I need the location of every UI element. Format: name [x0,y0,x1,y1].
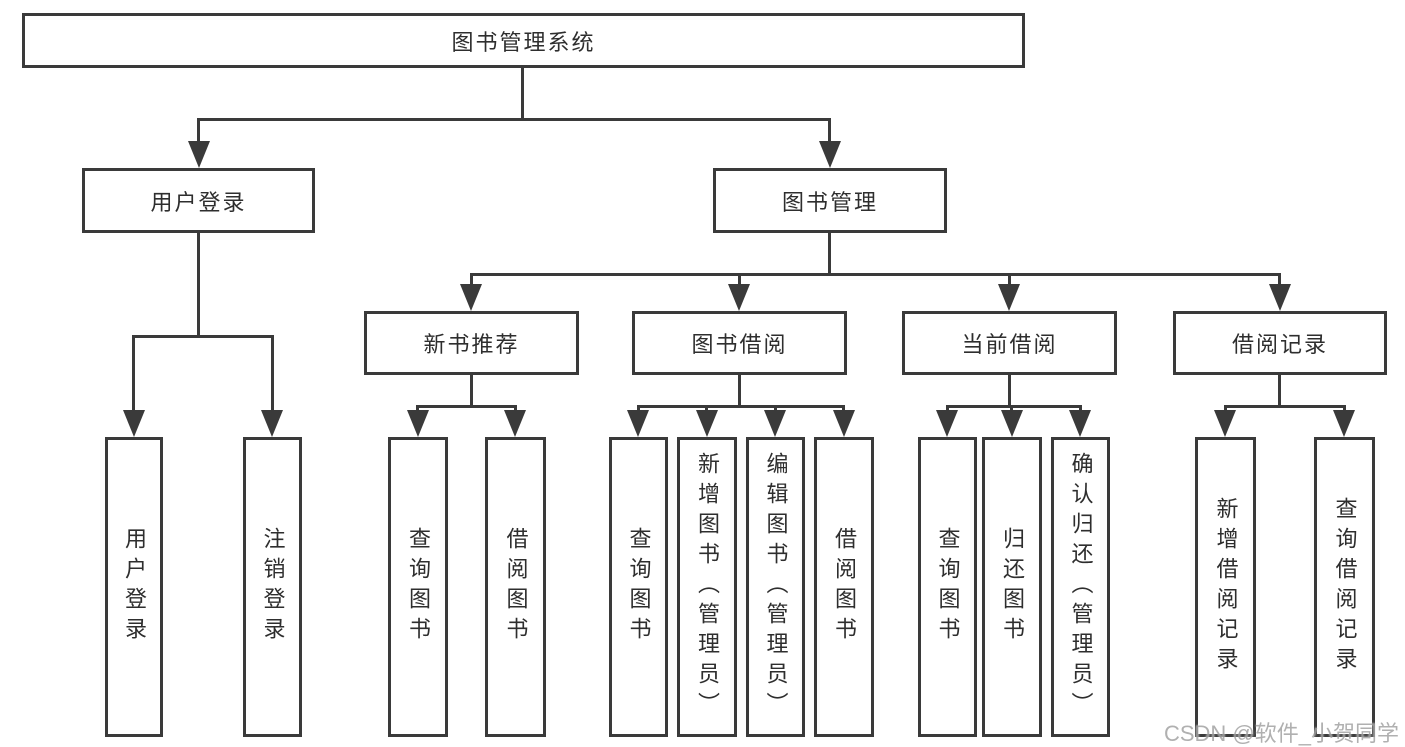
arrow-down-icon [833,410,855,437]
leaf-label: 查询图书 [406,527,431,647]
leaf-label: 查询图书 [935,527,961,647]
leaf-user-login: 用户登录 [105,437,163,737]
node-label: 当前借阅 [961,332,1058,357]
leaf-label: 查询图书 [626,527,652,647]
connector-hline [1224,405,1346,408]
leaf-add-book-admin: 新增图书（管理员） [677,437,737,737]
leaf-label: 借阅图书 [503,527,529,647]
leaf-label: 确认归还（管理员） [1068,452,1094,722]
arrow-down-icon [936,410,958,437]
arrow-down-icon [407,410,429,437]
connector-vline [1278,273,1281,289]
connector-vline [132,335,135,415]
connector-hline [198,118,831,121]
leaf-borrow-books-borrowing: 借阅图书 [814,437,874,737]
connector-vline [1008,273,1011,289]
arrow-down-icon [1069,410,1091,437]
arrow-down-icon [764,410,786,437]
node-book-borrowing: 图书借阅 [632,311,847,375]
connector-vline [1008,373,1011,407]
node-book-management: 图书管理 [713,168,947,233]
connector-vline [470,373,473,407]
arrow-down-icon [696,410,718,437]
arrow-down-icon [1001,410,1023,437]
connector-hline [470,273,1281,276]
leaf-label: 用户登录 [122,527,147,647]
leaf-logout: 注销登录 [243,437,302,737]
connector-hline [416,405,517,408]
leaf-query-books-recommend: 查询图书 [388,437,448,737]
leaf-borrow-books-recommend: 借阅图书 [485,437,546,737]
arrow-down-icon [460,284,482,311]
arrow-down-icon [188,141,210,168]
node-label: 借阅记录 [1231,332,1328,357]
leaf-add-borrow-record: 新增借阅记录 [1195,437,1256,737]
leaf-label: 查询借阅记录 [1332,497,1358,677]
leaf-confirm-return-admin: 确认归还（管理员） [1051,437,1110,737]
connector-vline [1278,373,1281,407]
connector-vline [470,273,473,289]
arrow-down-icon [504,410,526,437]
arrow-down-icon [261,410,283,437]
connector-hline [637,405,845,408]
leaf-query-borrow-record: 查询借阅记录 [1314,437,1375,737]
leaf-label: 注销登录 [260,527,286,647]
node-library-management-system: 图书管理系统 [22,13,1025,68]
node-borrowing-records: 借阅记录 [1173,311,1387,375]
connector-hline [946,405,1082,408]
arrow-down-icon [123,410,145,437]
leaf-query-books-current: 查询图书 [918,437,977,737]
leaf-label: 新增借阅记录 [1213,497,1239,677]
connector-vline [197,231,200,337]
node-new-book-recommend: 新书推荐 [364,311,579,375]
node-user-login: 用户登录 [82,168,315,233]
connector-vline [828,231,831,275]
connector-vline [828,118,831,146]
arrow-down-icon [627,410,649,437]
node-label: 图书借阅 [691,332,788,357]
arrow-down-icon [728,284,750,311]
arrow-down-icon [1269,284,1291,311]
node-label: 图书管理系统 [451,29,596,55]
node-label: 新书推荐 [423,332,520,357]
leaf-label: 借阅图书 [832,527,857,647]
leaf-edit-book-admin: 编辑图书（管理员） [746,437,805,737]
connector-vline [271,335,274,415]
arrow-down-icon [1214,410,1236,437]
arrow-down-icon [998,284,1020,311]
leaf-query-books-borrowing: 查询图书 [609,437,668,737]
connector-vline [738,373,741,407]
arrow-down-icon [819,141,841,168]
node-label: 用户登录 [150,189,247,215]
leaf-return-books: 归还图书 [982,437,1042,737]
leaf-label: 归还图书 [1000,527,1025,647]
watermark: CSDN @软件_小贺同学 [1163,721,1399,746]
connector-vline [738,273,741,289]
node-current-borrowing: 当前借阅 [902,311,1117,375]
node-label: 图书管理 [781,189,878,215]
arrow-down-icon [1333,410,1355,437]
leaf-label: 新增图书（管理员） [695,452,720,722]
leaf-label: 编辑图书（管理员） [763,452,789,722]
connector-hline [132,335,274,338]
connector-vline [521,66,524,120]
connector-vline [197,118,200,146]
